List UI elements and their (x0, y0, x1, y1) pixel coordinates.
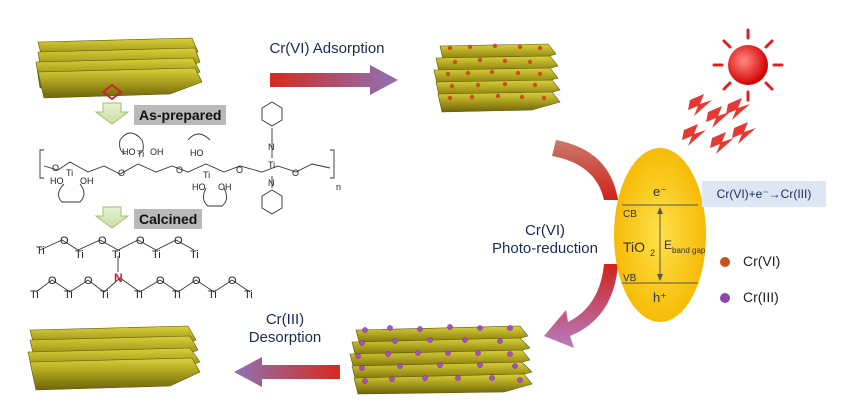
label-o: O (176, 165, 183, 175)
sheet-stack-top-left (35, 37, 203, 101)
label-ti: Ti (112, 249, 121, 261)
label-o: O (60, 235, 69, 247)
label-ti: Ti (66, 168, 73, 178)
photo-reduction-line1: Cr(VI) (525, 222, 565, 239)
label-ti: Ti (152, 249, 161, 261)
curved-arrow-bottom (544, 264, 618, 348)
label-ti: Ti (134, 289, 143, 301)
label-ti: Ti (190, 249, 199, 261)
desorption-line2: Desorption (248, 329, 322, 346)
as-prepared-structure-labels: O Ti HO OH O HO Ti OH O HO Ti HO OH O N … (50, 142, 341, 192)
nitrogen-dopant-label: N (114, 271, 123, 285)
legend-label-cr6: Cr(VI) (743, 253, 781, 269)
label-ti: Ti (64, 289, 73, 301)
sheet-stack-top-right (433, 43, 561, 113)
desorption-label: Cr(III) Desorption (225, 311, 345, 347)
legend-label-cr3: Cr(III) (743, 289, 779, 305)
cb-label: CB (623, 209, 637, 220)
legend-dot-cr6 (720, 257, 730, 267)
label-ho: HO (192, 182, 206, 192)
vb-label: VB (623, 273, 637, 284)
band-gap-subscript: band gap (672, 246, 706, 255)
lightning-icons (682, 94, 756, 154)
label-ti: Ti (244, 289, 253, 301)
photo-reduction-label: Cr(VI) Photo-reduction (470, 222, 620, 258)
as-prepared-structure (39, 101, 335, 215)
label-o: O (98, 235, 107, 247)
reduction-equation: Cr(VI)+e⁻→Cr(III) (702, 181, 826, 207)
sun-icon (712, 28, 784, 102)
label-n: N (268, 142, 275, 152)
label-ho: HO (190, 148, 204, 158)
adsorption-label: Cr(VI) Adsorption (269, 40, 385, 57)
label-ho: HO (122, 147, 136, 157)
label-oh: OH (218, 182, 232, 192)
label-o: O (52, 163, 59, 173)
label-oh: OH (80, 176, 94, 186)
photo-reduction-line2: Photo-reduction (492, 240, 598, 257)
label-o: O (192, 275, 201, 287)
sheet-stack-bottom-left (27, 325, 201, 391)
label-ti: Ti (203, 170, 210, 180)
material-subscript: 2 (650, 248, 655, 258)
label-o: O (156, 275, 165, 287)
label-o: O (118, 168, 125, 178)
label-ti: Ti (36, 245, 45, 257)
material-label: TiO (623, 239, 645, 255)
cr3-dots (355, 324, 523, 384)
label-ti: Ti (208, 289, 217, 301)
label-o: O (292, 168, 299, 178)
label-o: O (48, 275, 57, 287)
label-subscript-n: n (336, 182, 341, 192)
band-diagram: e⁻ h⁺ CB VB TiO 2 E band gap (614, 148, 706, 322)
label-o: O (84, 275, 93, 287)
as-prepared-tag: As-prepared (134, 105, 227, 125)
label-o: O (236, 165, 243, 175)
calcined-tag: Calcined (134, 209, 203, 229)
label-o: O (228, 275, 237, 287)
label-ti: Ti (75, 249, 84, 261)
electron-label: e⁻ (653, 184, 667, 199)
down-arrow-as-prepared (94, 102, 130, 125)
adsorption-arrow (270, 65, 398, 95)
label-ho: HO (50, 176, 64, 186)
down-arrow-calcined (94, 206, 130, 229)
curved-arrow-top (552, 140, 618, 200)
label-oh: OH (150, 147, 164, 157)
legend-dot-cr3 (720, 293, 730, 303)
label-ti: Ti (100, 289, 109, 301)
desorption-arrow (234, 357, 340, 387)
band-gap-label: E (664, 238, 672, 252)
label-o: O (136, 235, 145, 247)
adsorbed-cr6-dots (445, 43, 547, 101)
calcined-structure (35, 239, 251, 293)
sheet-stack-bottom-right (349, 324, 533, 395)
calcined-structure-labels: Ti O Ti O Ti O Ti O Ti Ti O Ti O Ti N Ti… (30, 235, 253, 301)
hole-label: h⁺ (653, 290, 667, 305)
label-n: N (268, 178, 275, 188)
label-ti: Ti (30, 289, 39, 301)
label-ti: Ti (172, 289, 181, 301)
label-ti: Ti (137, 149, 144, 159)
label-ti: Ti (268, 160, 275, 170)
desorption-line1: Cr(III) (265, 311, 305, 328)
label-o: O (174, 235, 183, 247)
